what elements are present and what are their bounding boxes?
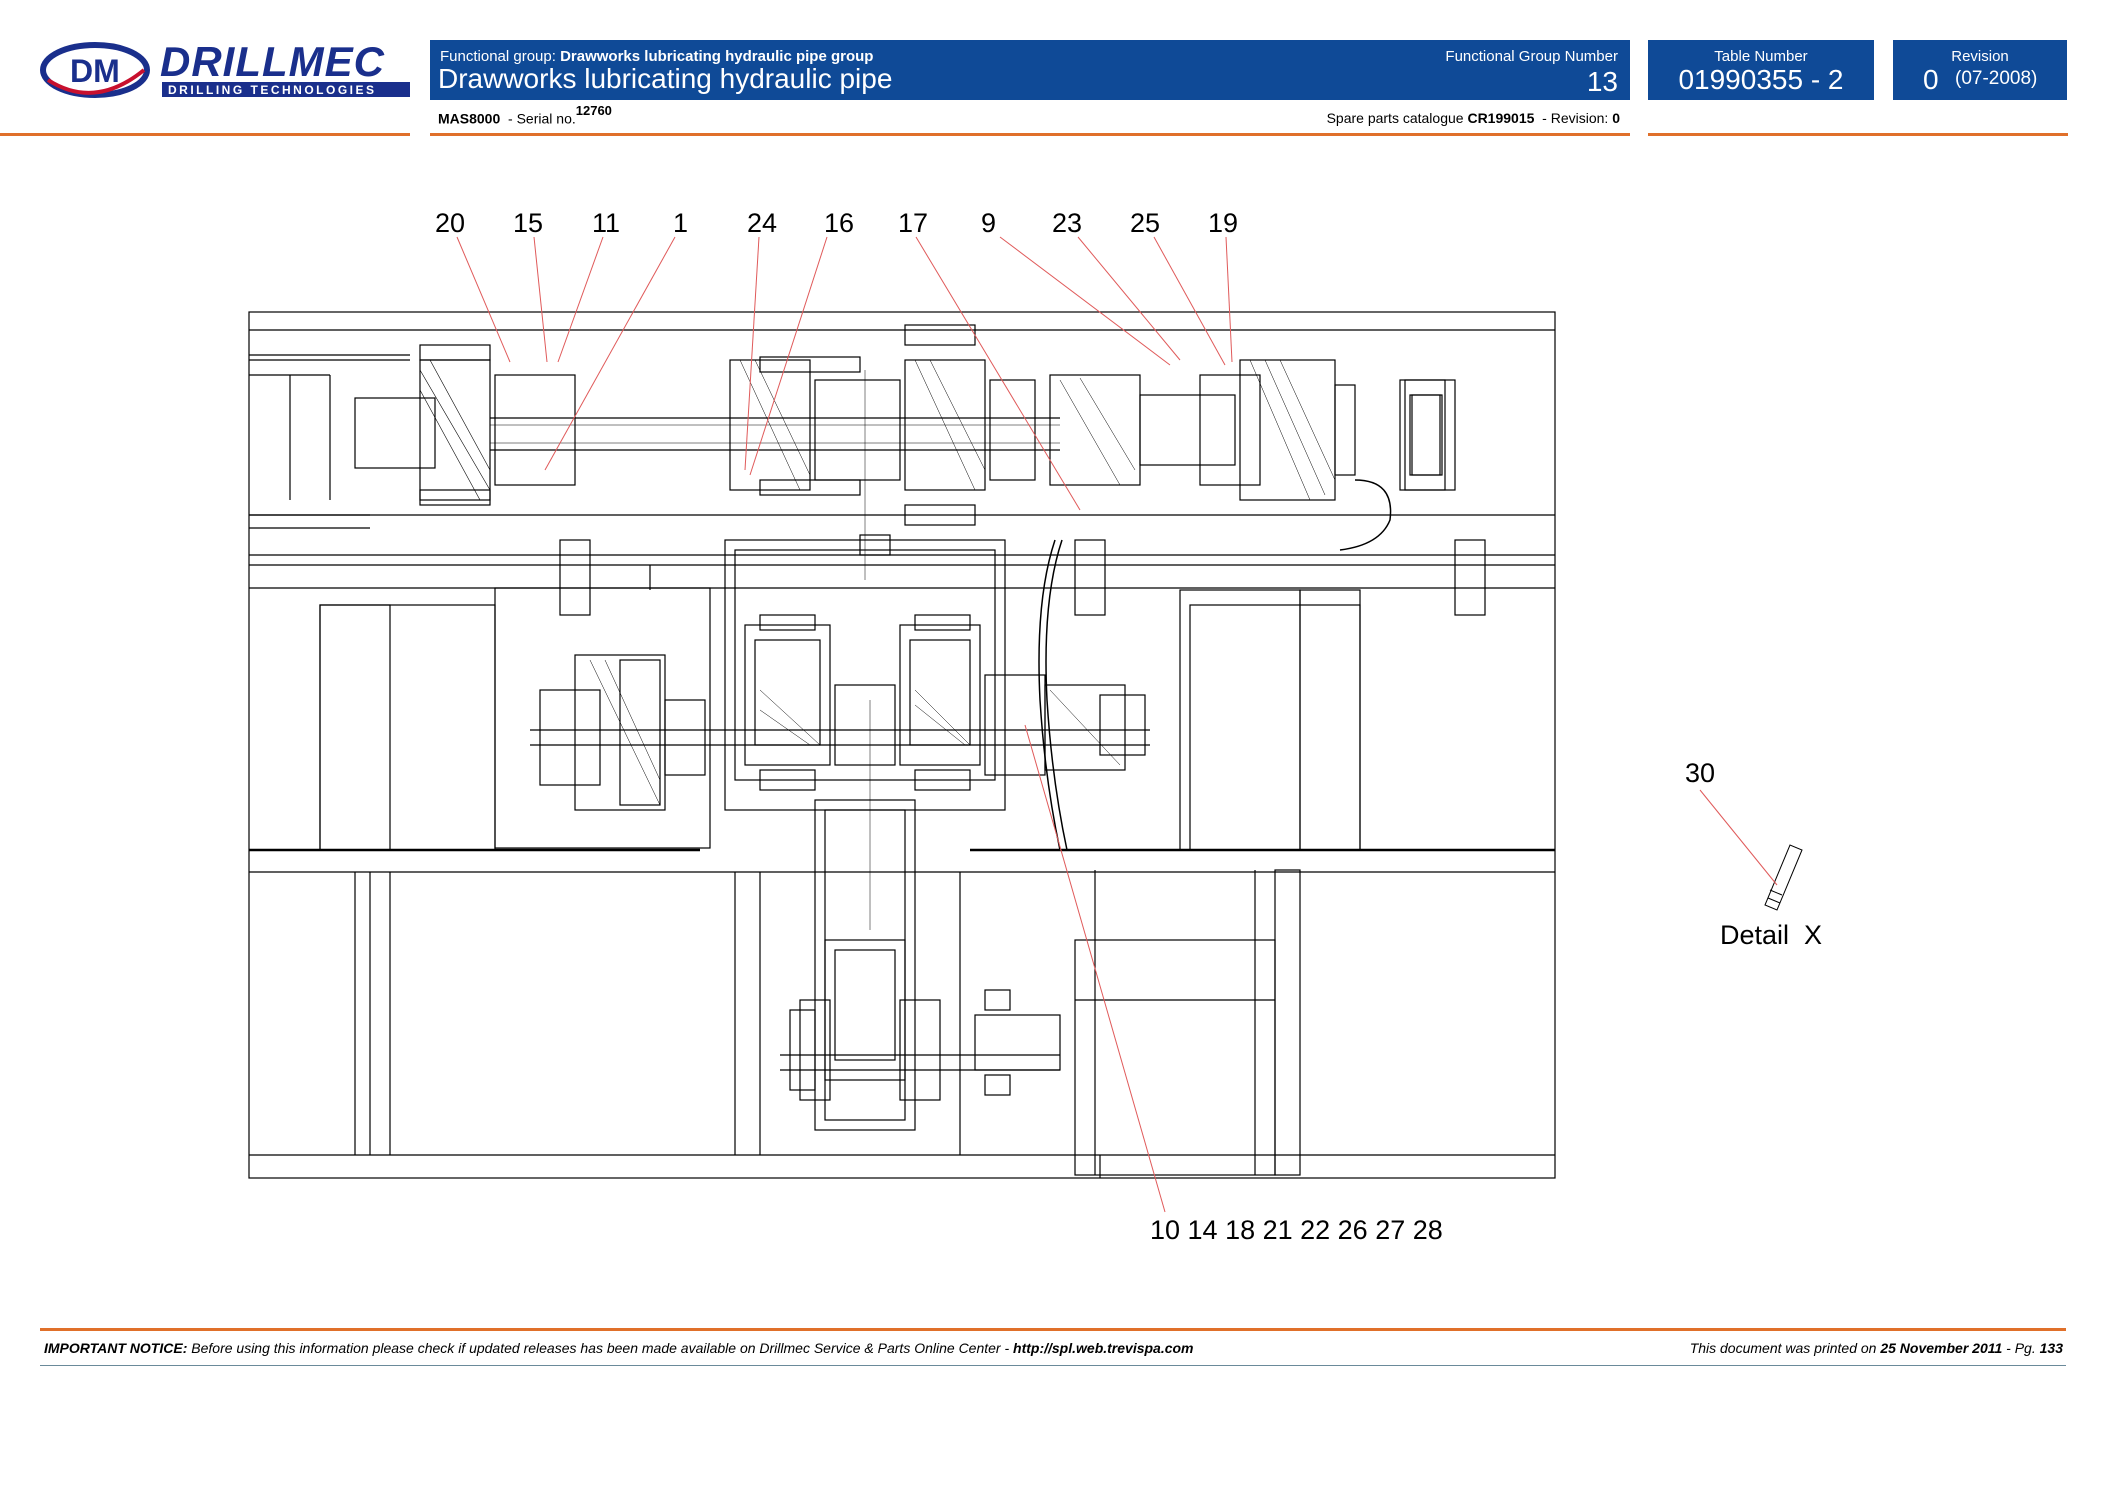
catalogue-revision: 0 [1612,110,1620,126]
callout-number-group: 10 14 18 21 22 26 27 28 [1150,1215,1443,1245]
functional-group-value: Drawworks lubricating hydraulic pipe gro… [560,48,874,65]
important-notice: IMPORTANT NOTICE: Before using this info… [44,1340,1194,1356]
drillmec-logo-graphic: DM DRILLMEC DRILLING TECHNOLOGIES [40,38,410,98]
callout-number: 24 [747,208,777,238]
page-number: 133 [2039,1340,2063,1356]
notice-url-link[interactable]: http://spl.web.trevispa.com [1013,1340,1194,1356]
callout-number: 11 [592,208,620,238]
revision-label: Revision [1951,48,2009,65]
functional-group-number: 13 [1586,66,1618,97]
functional-group-label: Functional group: [440,48,556,65]
page-title: Drawworks lubricating hydraulic pipe [438,63,893,94]
callout-leader-lines [456,236,1778,1213]
callout-number: 17 [898,208,928,238]
detail-callout-number: 30 [1685,758,1715,788]
callout-number: 19 [1208,208,1238,238]
callout-number: 25 [1130,208,1160,238]
header-title-block: Functional group: Drawworks lubricating … [430,40,1630,100]
callout-number: 20 [435,208,465,238]
table-number-block: Table Number 01990355 - 2 [1648,40,1874,100]
footer-divider-top [40,1328,2066,1331]
callout-number: 1 [673,208,688,238]
serial-label: - Serial no. [508,110,576,127]
notice-label: IMPORTANT NOTICE: [44,1340,188,1356]
drawworks-linework [248,311,1556,1179]
functional-group-line: Functional group: Drawworks lubricating … [440,48,873,65]
footer-divider-bottom [40,1365,2066,1366]
revision-date: (07-2008) [1955,68,2038,89]
printed-date: 25 November 2011 [1880,1340,2003,1356]
model-name: MAS8000 [438,110,501,127]
table-number-label: Table Number [1714,48,1808,65]
catalogue-line: Spare parts catalogue CR199015 - Revisio… [1300,110,1620,126]
printed-label: This document was printed on [1689,1340,1877,1356]
serial-number: 12760 [575,103,612,118]
callout-number: 16 [824,208,854,238]
detail-x-drawing [1764,844,1803,911]
revision-number: 0 [1923,64,1939,95]
page-label: - Pg. [2006,1340,2036,1356]
print-info: This document was printed on 25 November… [1690,1340,2063,1356]
detail-label: Detail X [1720,920,1822,950]
catalogue-label: Spare parts catalogue [1326,110,1464,126]
header-divider-left [0,133,410,136]
callout-number: 15 [513,208,543,238]
functional-group-number-label: Functional Group Number [1445,48,1618,65]
drillmec-logo: DM DRILLMEC DRILLING TECHNOLOGIES [40,38,420,102]
catalogue-number: CR199015 [1467,110,1535,126]
revision-block: Revision 0 (07-2008) [1893,40,2067,100]
logo-monogram: DM [70,53,120,89]
notice-text: Before using this information please che… [191,1340,1010,1356]
catalogue-revision-label: - Revision: [1542,110,1609,126]
table-number: 01990355 - 2 [1678,64,1844,95]
logo-tagline: DRILLING TECHNOLOGIES [168,83,377,97]
model-serial-line: MAS8000 - Serial no.12760 [438,103,612,127]
header-divider-right [1648,133,2068,136]
logo-name: DRILLMEC [160,40,385,85]
callout-numbers: 20 15 11 1 24 16 17 9 23 25 19 10 14 18 … [435,208,1822,1245]
header-divider-center [430,133,1630,136]
callout-number: 9 [981,208,996,238]
callout-number: 23 [1052,208,1082,238]
